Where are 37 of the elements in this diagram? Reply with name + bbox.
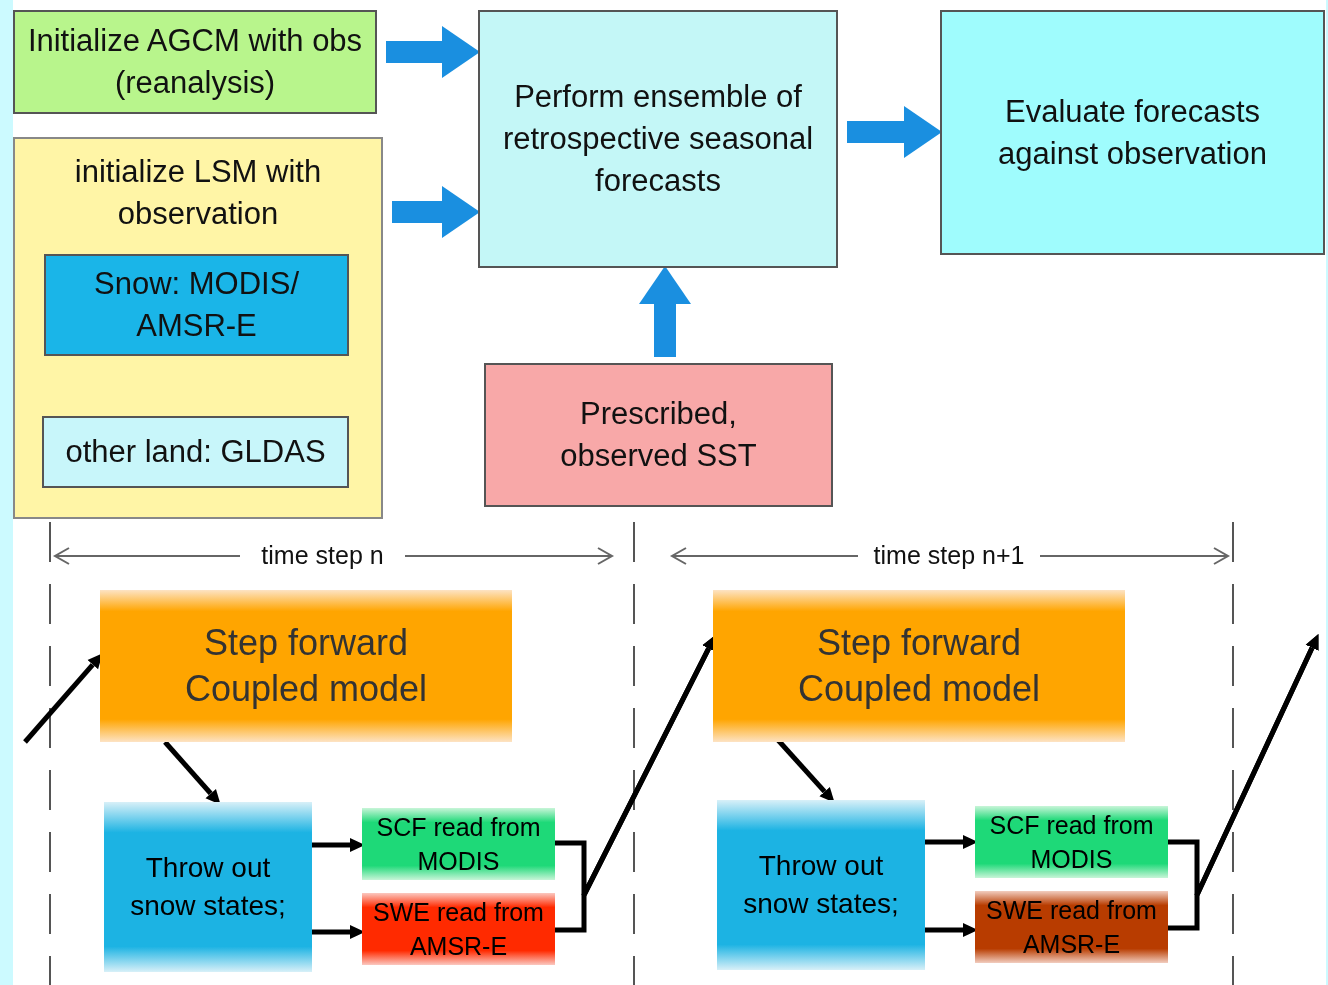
process-box [717,800,925,970]
process-box [362,893,555,965]
dimension-label: time step n+1 [872,540,1026,571]
node-text: initialize LSM with observation [73,153,323,233]
arrow [163,740,221,805]
process-box [713,590,1125,742]
process-box [13,10,377,114]
group-box [13,137,383,519]
arrow [847,106,942,158]
node-text: Initialize AGCM with obs (reanalysis) [26,22,364,102]
node-text: Perform ensemble of retrospective seasonal forecasts [501,78,815,200]
arrow [392,186,480,238]
process-box [44,254,349,356]
node-text: SWE read from AMSR-E [985,895,1158,960]
node-text: Prescribed, observed SST [559,395,758,475]
process-box [42,416,349,488]
process-box [362,808,555,880]
process-box [484,363,833,507]
process-box [940,10,1325,255]
node-text: SCF read from MODIS [375,812,542,877]
node-text: SWE read from AMSR-E [372,897,545,962]
process-box [100,590,512,742]
process-box [104,802,312,972]
node-text: Evaluate forecasts against observation [997,92,1268,173]
node-text: Step forward Coupled model [183,621,429,711]
process-box [975,806,1168,878]
node-text: other land: GLDAS [64,433,327,471]
process-box [975,891,1168,963]
node-text: Snow: MODIS/ AMSR-E [93,265,300,345]
arrow [639,266,691,357]
node-text: SCF read from MODIS [988,810,1155,875]
dimension-label: time step n [260,540,385,571]
node-text: Throw out snow states; [742,849,900,921]
node-text: Throw out snow states; [129,851,287,923]
node-text: Step forward Coupled model [796,621,1042,711]
arrow [386,26,480,78]
process-box [478,10,838,268]
